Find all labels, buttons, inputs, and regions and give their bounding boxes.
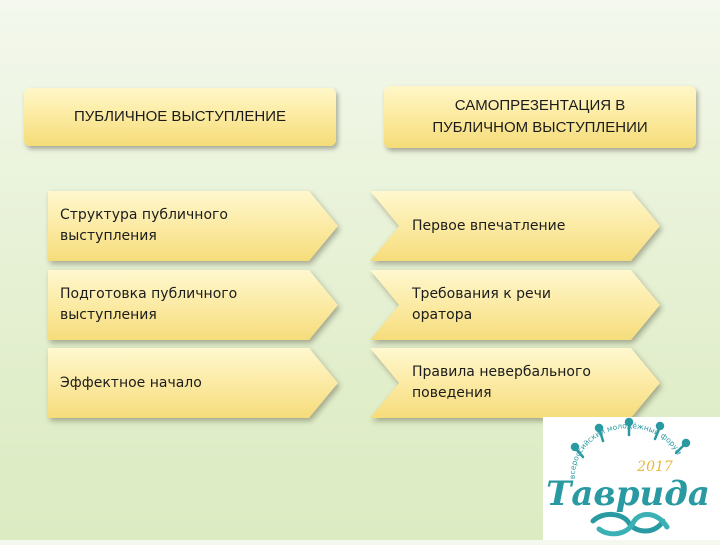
- left-item-3: Эффектное начало: [48, 348, 338, 418]
- logo-panel: всероссийский молодёжный форум 2017 Тавр…: [543, 417, 720, 540]
- right-item-1: Первое впечатление: [370, 191, 660, 261]
- right-item-1-label: Первое впечатление: [412, 217, 566, 234]
- svg-text:Таврида: Таврида: [546, 474, 710, 514]
- right-header-text: САМОПРЕЗЕНТАЦИЯ В ПУБЛИЧНОМ ВЫСТУПЛЕНИИ: [432, 95, 647, 140]
- right-header: САМОПРЕЗЕНТАЦИЯ В ПУБЛИЧНОМ ВЫСТУПЛЕНИИ: [384, 86, 696, 148]
- svg-text:2017: 2017: [636, 459, 673, 475]
- left-header-text: ПУБЛИЧНОЕ ВЫСТУПЛЕНИЕ: [73, 107, 286, 125]
- tavrida-logo: всероссийский молодёжный форум 2017 Тавр…: [546, 417, 710, 537]
- right-header-line-1: САМОПРЕЗЕНТАЦИЯ В: [454, 96, 626, 114]
- right-header-line-2: ПУБЛИЧНОМ ВЫСТУПЛЕНИИ: [432, 119, 648, 136]
- left-header: ПУБЛИЧНОЕ ВЫСТУПЛЕНИЕ: [24, 88, 336, 146]
- left-item-3-label: Эффектное начало: [60, 374, 202, 391]
